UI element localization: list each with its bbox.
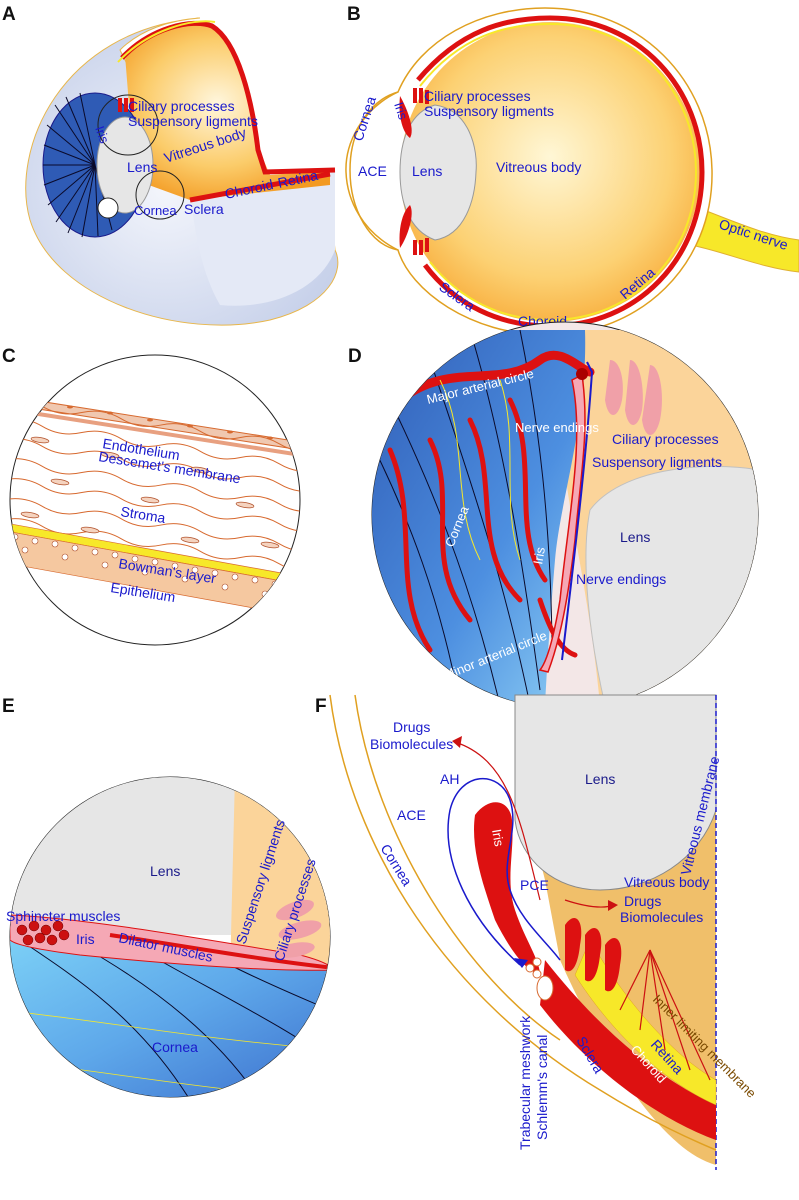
panel-letter-c: C [2,346,16,367]
cornea-layers [10,394,300,621]
ah-flow-path [447,777,561,966]
nerve-line-d [561,361,594,661]
label-f-bio1: Biomolecules [370,736,453,752]
panel-letter-d: D [348,346,362,367]
label-f-cornea: Cornea [377,841,415,889]
label-f-pce: PCE [520,877,549,893]
keratocytes [20,436,280,549]
choroid-ring-b [416,15,705,329]
panel-c: C [2,346,301,646]
panel-letter-a: A [2,4,16,25]
panel-letter-f: F [315,696,327,717]
lens-b [399,104,477,241]
label-e-sphincter: Sphincter muscles [6,908,120,924]
label-f-schlemm: Schlemm's canal [534,1035,550,1140]
schlemm-canal-f [536,975,554,1001]
sclera-cut-face [190,172,335,306]
ciliary-processes-b [413,88,429,255]
ah-arrow-head [514,958,528,968]
label-a-iris: Iris [92,124,112,146]
label-a-lens: Lens [127,159,157,175]
detail-circle-a1 [97,94,159,156]
iris-radial-lines [43,92,113,238]
drug-arrow-head-2 [608,900,618,911]
label-f-drugs1: Drugs [393,719,430,735]
label-f-bio2: Biomolecules [620,909,703,925]
label-a-sclera: Sclera [184,201,224,217]
label-a-suspensory: Suspensory ligments [128,113,258,129]
label-a-ciliary: Ciliary processes [128,98,235,114]
detail-circle-a2 [135,170,185,220]
blood-vessels-d [387,350,595,658]
lens-a [96,116,154,214]
label-e-lens: Lens [150,863,180,879]
cornea-outer-f [329,694,717,1151]
label-f-iris: Iris [489,828,507,848]
vitreous-a [125,23,330,200]
choroid-band-a2 [189,171,331,203]
label-f-ah: AH [440,771,459,787]
lens-f [514,694,717,891]
label-a-cornea: Cornea [134,203,177,218]
label-d-lens: Lens [620,529,650,545]
retina-band-a [117,20,216,63]
retina-ring-b [419,22,698,322]
label-f-lens: Lens [585,771,615,787]
panel-e: E [2,696,331,1098]
ciliary-processes-e [275,899,322,958]
trabecular-meshwork-f [525,957,542,979]
label-b-lens: Lens [412,163,442,179]
label-b-iris: Iris [391,100,411,122]
panel-b: B Cornea Iris Ciliary processes Suspenso… [345,4,799,336]
label-d-nerve1: Nerve endings [515,420,599,435]
label-c-stroma: Stroma [120,503,167,526]
label-d-ciliary: Ciliary processes [612,431,719,447]
label-d-suspensory: Suspensory ligments [592,454,722,470]
label-b-vitreous: Vitreous body [496,159,581,175]
pupil-marker-a [97,197,119,219]
drug-arrows-f [454,741,711,1081]
stroma-fibers [10,398,300,572]
dilator-muscle-e [109,933,330,970]
label-f-trabecular: Trabecular meshwork [517,1015,533,1150]
drug-arrow-head-1 [452,736,462,748]
optic-nerve [689,204,799,273]
panel-f: F [315,694,759,1170]
iris-f [474,802,540,975]
panel-d: D [348,321,759,709]
bowman-band [10,521,300,589]
ciliary-processes-a [118,98,134,112]
label-f-ace: ACE [397,807,426,823]
label-e-cornea: Cornea [152,1039,198,1055]
ciliary-processes-d [605,360,662,435]
descemet-line [10,406,300,460]
nerve-fibers-d [439,379,521,561]
label-d-iris: Iris [530,545,548,565]
vitreous-b [400,22,700,322]
major-circle-node [576,368,588,380]
iris-bottom-b [399,205,412,248]
epithelium-band [10,529,300,621]
cornea-inner-f [354,694,561,1041]
iris-strip-d [538,373,586,673]
endothelium-band [10,394,300,454]
label-d-nerve2: Nerve endings [576,571,666,587]
cornea-b [345,91,399,251]
panel-a: A Ciliary processes Suspen [2,4,339,326]
sphincter-muscles-e [16,920,70,946]
panel-letter-e: E [2,696,15,717]
iris-top-b [399,96,412,138]
label-b-suspensory: Suspensory ligments [424,103,554,119]
ciliary-processes-f [565,917,622,992]
label-b-ace: ACE [358,163,387,179]
label-b-ciliary: Ciliary processes [424,88,531,104]
label-f-vitreous: Vitreous body [624,874,709,890]
panel-letter-b: B [347,4,361,25]
choroid-band-f [540,960,716,1140]
label-e-iris: Iris [76,931,95,947]
cornea-region-e [10,930,330,1097]
label-f-drugs2: Drugs [624,893,661,909]
